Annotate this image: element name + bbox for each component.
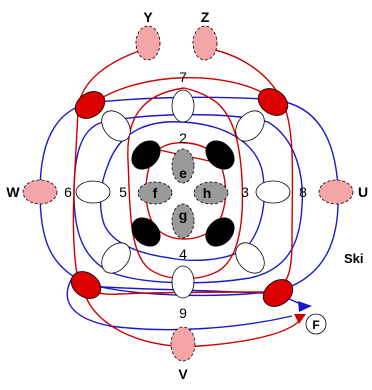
black-node-bottom-left [131,217,161,247]
node-U [318,179,354,205]
corner-node-top-left [74,91,106,119]
node-F [305,313,327,335]
label-W: W [6,184,20,200]
label-5: 5 [119,184,127,200]
node-V [170,326,196,362]
label-f: f [153,185,158,201]
side-text: Ski [344,251,364,266]
label-4: 4 [179,246,187,262]
blue-arrow-head [298,301,312,312]
label-2: 2 [179,130,187,146]
node-9 [171,265,195,299]
blue-to-exit [66,277,293,331]
pink-nodes [22,25,354,362]
gray-nodes [137,148,229,239]
white-nodes [75,89,327,335]
corner-node-top-right [257,88,289,116]
black-node-bottom-right [205,217,235,247]
black-node-top-right [205,140,235,170]
node-Y [135,25,161,61]
label-3: 3 [241,184,249,200]
node-6 [75,180,111,204]
gray-node-h [193,181,229,205]
label-Y: Y [143,9,153,25]
corner-node-bottom-left [70,271,102,299]
red-to-exit [83,291,303,348]
gray-node-g [171,203,195,239]
label-U: U [358,184,368,200]
node-W [22,179,58,205]
red-cross-top [91,77,273,105]
label-F: F [312,318,319,332]
gray-node-e [171,148,195,184]
label-6: 6 [64,184,72,200]
label-7: 7 [179,69,187,85]
corner-node-bottom-right [262,279,294,307]
red-arrow-head [294,314,306,324]
red-inner-loop [127,87,244,280]
node-2-top-right [235,110,265,142]
label-e: e [179,165,187,181]
node-7 [171,89,195,123]
node-Z [192,25,218,61]
label-h: h [203,185,212,201]
label-8: 8 [299,184,307,200]
node-2-top-left [101,110,131,142]
red-corner-nodes [70,88,294,307]
node-bottom-left [101,242,131,274]
label-9: 9 [179,305,187,321]
black-nodes [131,140,235,247]
label-Z: Z [201,9,210,25]
node-bottom-right [235,242,265,274]
label-V: V [178,366,188,382]
node-8 [255,180,291,204]
label-g: g [179,207,188,223]
black-node-top-left [131,140,161,170]
gray-node-f [137,181,173,205]
